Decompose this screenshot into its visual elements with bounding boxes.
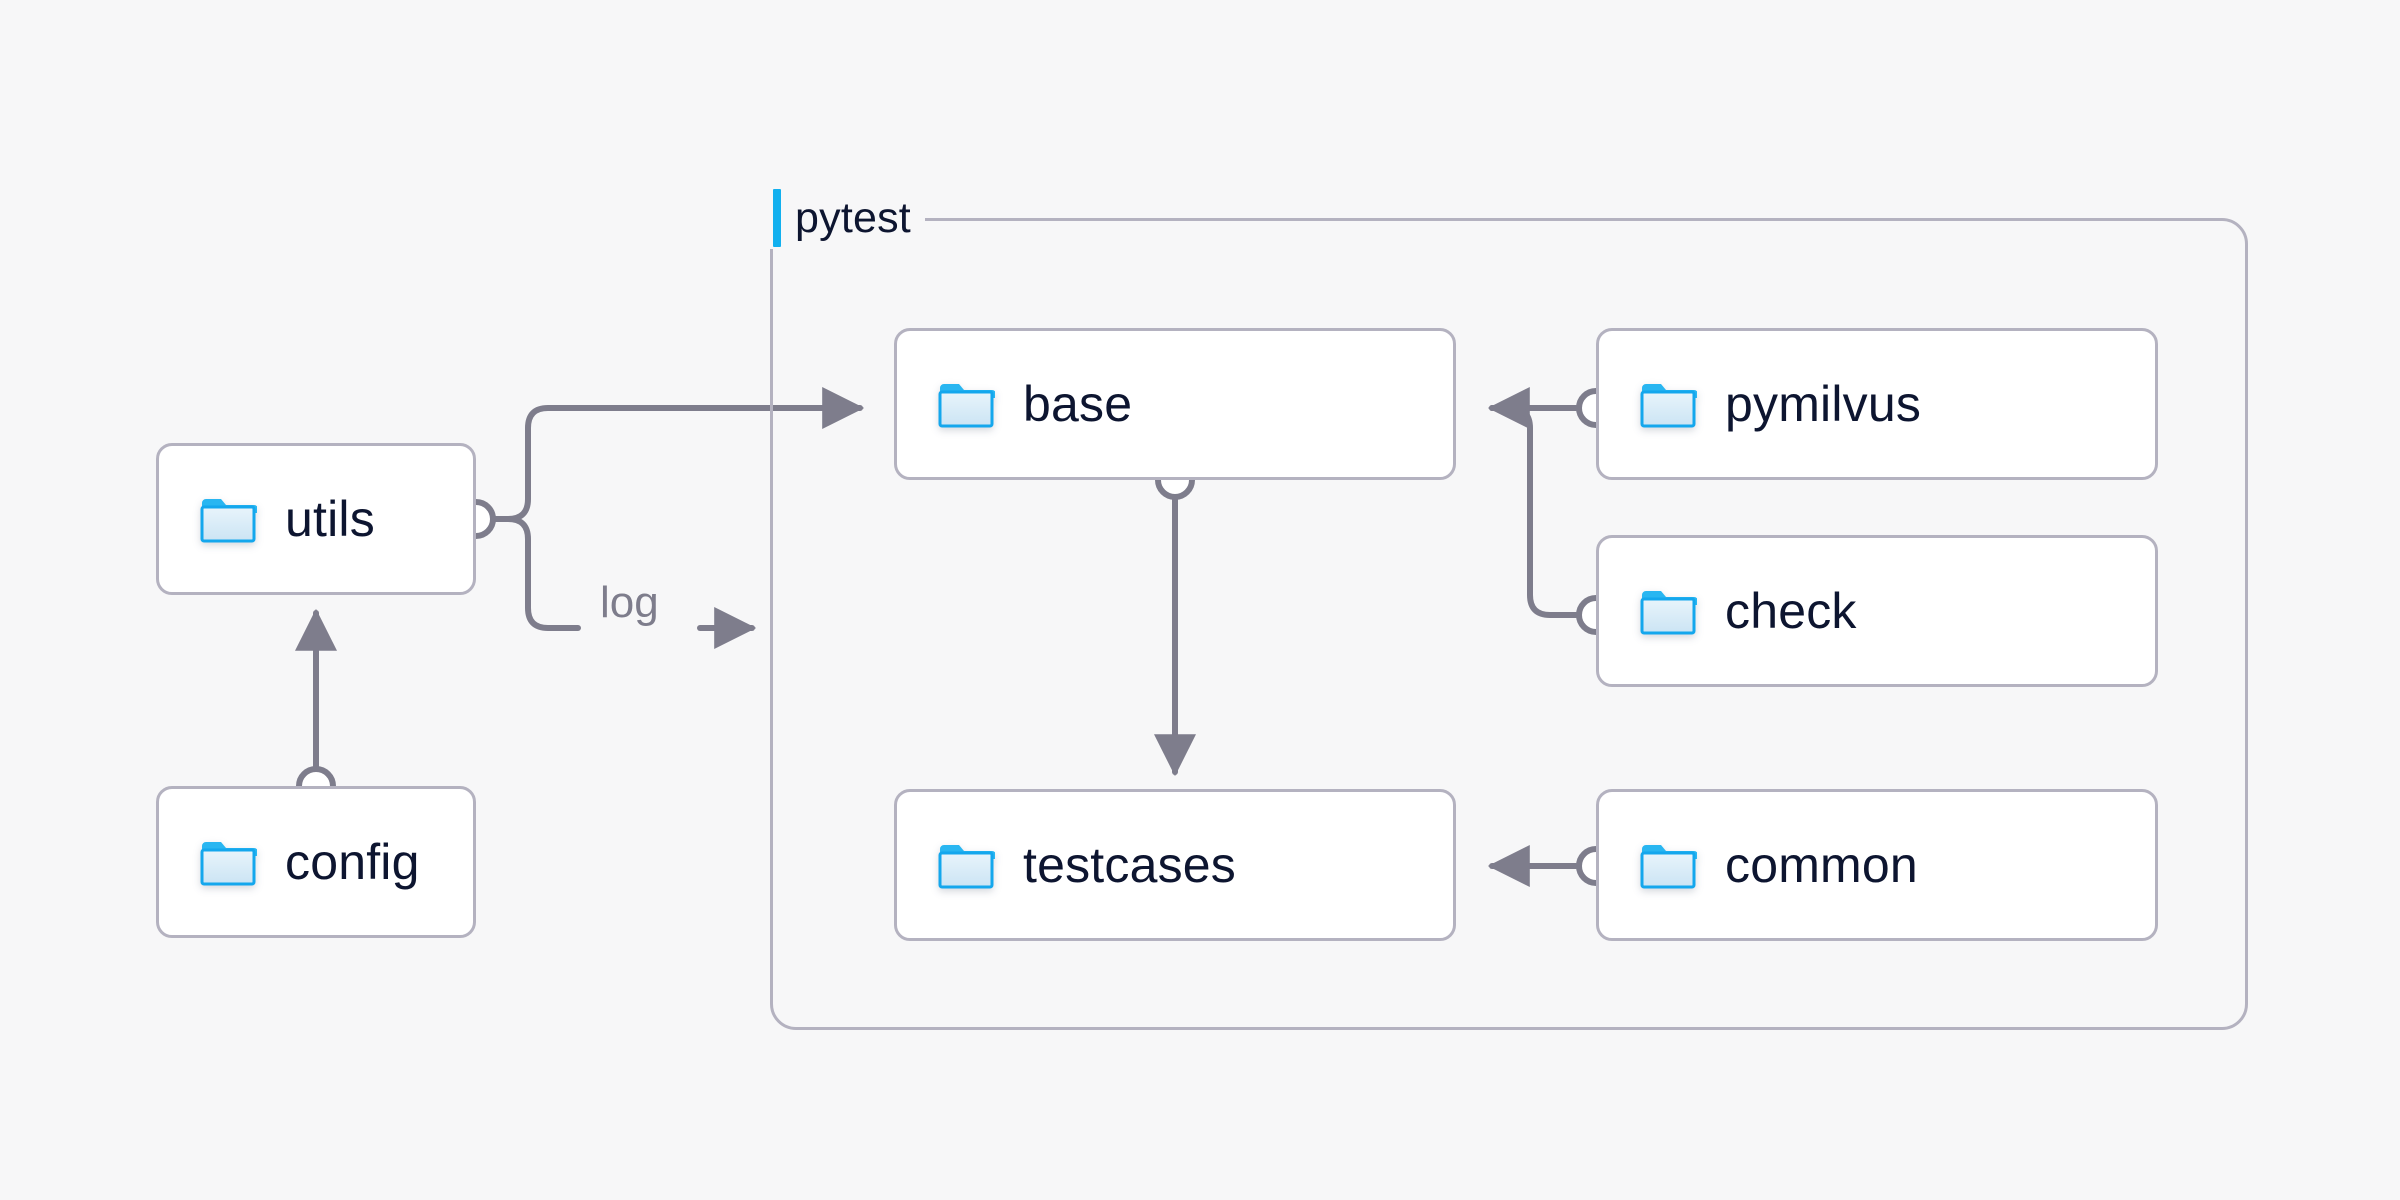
folder-icon xyxy=(199,837,257,887)
node-base-label: base xyxy=(1023,376,1133,432)
node-utils-label: utils xyxy=(285,491,375,547)
accent-bar-icon xyxy=(773,189,781,247)
edge-label-log: log xyxy=(600,578,659,627)
node-testcases[interactable]: testcases xyxy=(894,789,1456,941)
node-base[interactable]: base xyxy=(894,328,1456,480)
node-common[interactable]: common xyxy=(1596,789,2158,941)
node-pymilvus-label: pymilvus xyxy=(1725,376,1922,432)
group-pytest-label-text: pytest xyxy=(795,193,911,242)
folder-icon xyxy=(1639,840,1697,890)
node-check[interactable]: check xyxy=(1596,535,2158,687)
node-check-label: check xyxy=(1725,583,1857,639)
node-testcases-label: testcases xyxy=(1023,837,1237,893)
group-pytest[interactable] xyxy=(770,218,2248,1030)
node-config[interactable]: config xyxy=(156,786,476,938)
node-config-label: config xyxy=(285,834,420,890)
folder-icon xyxy=(937,840,995,890)
node-common-label: common xyxy=(1725,837,1918,893)
folder-icon xyxy=(199,494,257,544)
node-pymilvus[interactable]: pymilvus xyxy=(1596,328,2158,480)
folder-icon xyxy=(1639,586,1697,636)
node-utils[interactable]: utils xyxy=(156,443,476,595)
group-pytest-label: pytest xyxy=(765,187,925,249)
edge-utils-to-log xyxy=(473,516,581,631)
folder-icon xyxy=(937,379,995,429)
folder-icon xyxy=(1639,379,1697,429)
